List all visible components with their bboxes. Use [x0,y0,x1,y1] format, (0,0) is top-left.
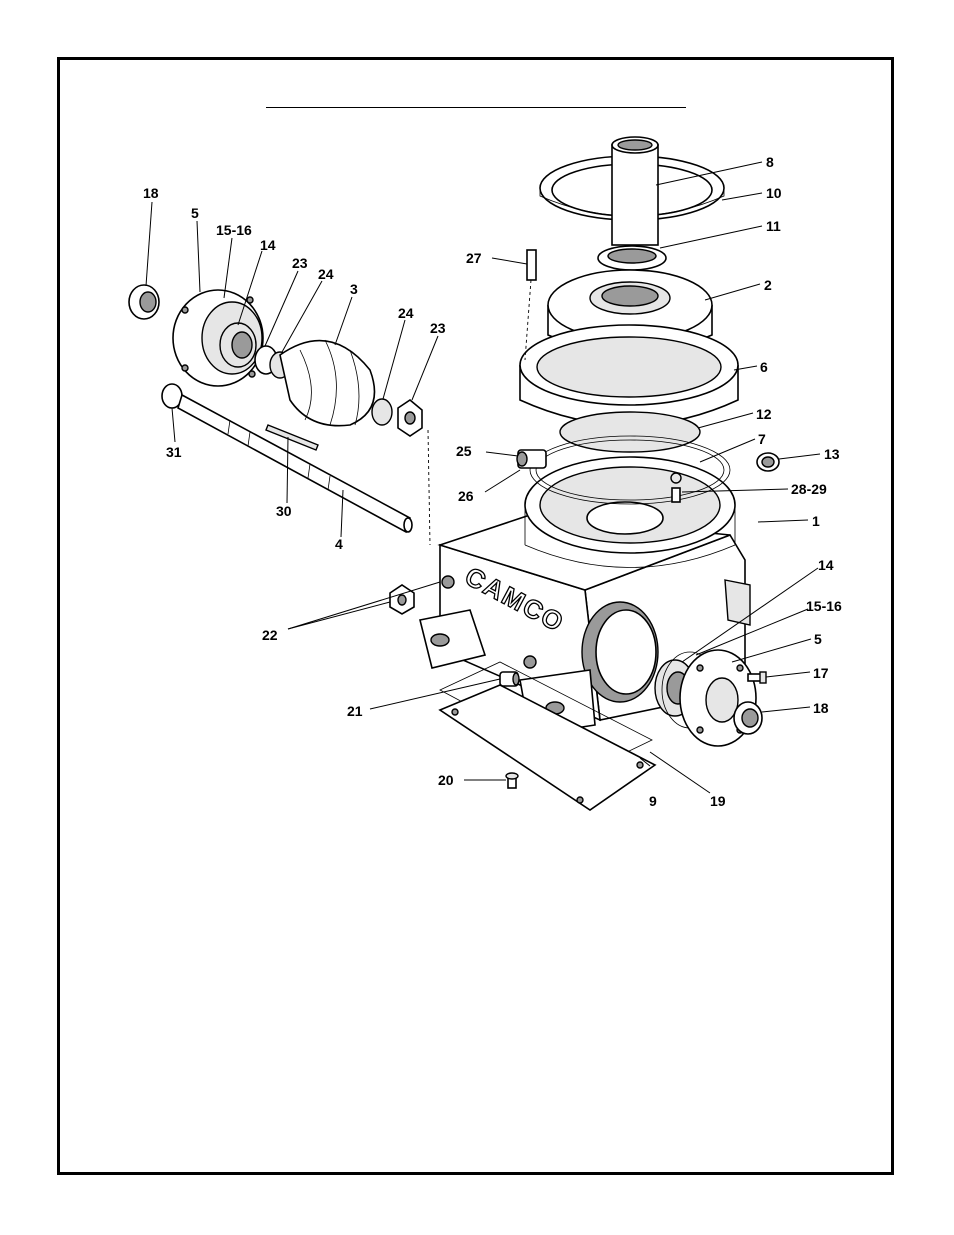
screw-28-29 [670,472,682,503]
bolt-27 [524,249,537,361]
callout-14-right: 14 [818,557,834,573]
callout-20: 20 [438,772,454,788]
callout-6: 6 [760,359,768,375]
callout-22: 22 [262,627,278,643]
callout-18-left: 18 [143,185,159,201]
nut-23-right [397,399,423,437]
callout-4: 4 [335,536,343,552]
gasket-7 [529,435,731,505]
callout-27: 27 [466,250,482,266]
callout-15-16-left: 15-16 [216,222,252,238]
tube-8 [611,136,659,246]
page-border [57,57,894,1175]
fitting-25 [516,449,547,469]
plate-9 [438,684,657,811]
callout-14-left: 14 [260,237,276,253]
callout-24-left: 24 [318,266,334,282]
callout-24-right: 24 [398,305,414,321]
ring-6 [519,324,739,426]
callout-10: 10 [766,185,782,201]
callout-31: 31 [166,444,182,460]
plug-21 [499,671,520,687]
callout-12: 12 [756,406,772,422]
bolt-17 [747,671,767,684]
callout-13: 13 [824,446,840,462]
screw-20 [505,772,519,789]
callout-1: 1 [812,513,820,529]
callout-9: 9 [649,793,657,809]
plug-13 [756,452,780,472]
seal-11 [597,245,667,271]
callout-23-right: 23 [430,320,446,336]
callout-8: 8 [766,154,774,170]
worm-3 [279,339,376,427]
callout-15-16-right: 15-16 [806,598,842,614]
bearing-14-left [219,322,257,368]
callout-11: 11 [766,218,781,234]
callout-18-right: 18 [813,700,829,716]
callout-2: 2 [764,277,772,293]
callout-25: 25 [456,443,472,459]
callout-17: 17 [813,665,829,681]
callout-19: 19 [710,793,726,809]
callout-30: 30 [276,503,292,519]
callouts: 18 5 15-16 14 23 24 3 24 23 31 30 4 8 10… [143,154,842,809]
callout-5-left: 5 [191,205,199,221]
shaft-4 [177,393,413,534]
key-30 [265,424,319,451]
callout-21: 21 [347,703,363,719]
callout-3: 3 [350,281,358,297]
callout-7: 7 [758,431,766,447]
callout-26: 26 [458,488,474,504]
callout-28-29: 28-29 [791,481,827,497]
title-underline [266,107,686,108]
leader-lines [145,161,821,794]
plug-22 [389,584,415,615]
seal-18-right [733,701,763,735]
seal-18-left [128,284,160,320]
washer-24-right [371,398,393,426]
spacer-12 [559,411,701,453]
callout-23-left: 23 [292,255,308,271]
callout-5-right: 5 [814,631,822,647]
